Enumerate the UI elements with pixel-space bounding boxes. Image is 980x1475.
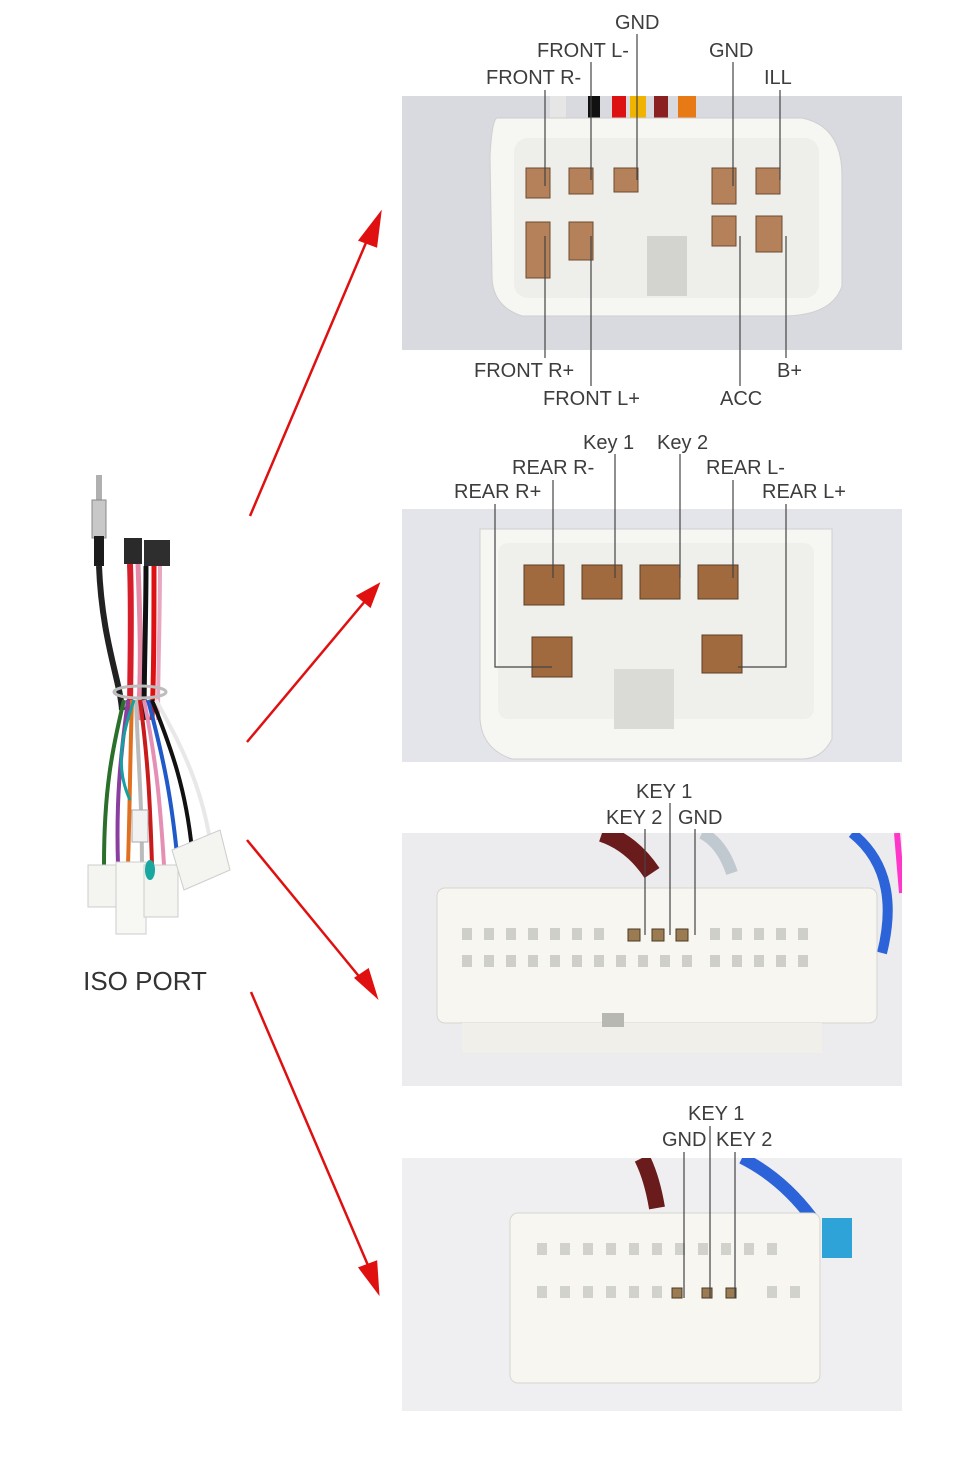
iso-harness-image [87, 475, 231, 935]
c1-label-front-r-plus: FRONT R+ [474, 360, 575, 382]
c1-label-gnd: GND [709, 40, 754, 62]
c2-label-rear-l-plus: REAR L+ [762, 481, 846, 503]
connector-4-photo [402, 1158, 902, 1411]
c1-label-b-plus: B+ [777, 360, 803, 382]
c2-label-rear-l-minus: REAR L- [706, 457, 785, 479]
c3-label-key1: KEY 1 [636, 781, 693, 803]
connector-1-photo [402, 96, 902, 350]
c2-label-rear-r-plus: REAR R+ [454, 481, 542, 503]
c2-label-rear-r-minus: REAR R- [512, 457, 595, 479]
arrow-to-connector-1 [248, 209, 382, 517]
arrow-to-connector-2 [246, 582, 381, 743]
c2-label-key2: Key 2 [657, 432, 709, 454]
c4-label-gnd: GND [662, 1129, 707, 1151]
connector-2-photo [402, 509, 902, 762]
c1-label-acc: ACC [720, 388, 763, 410]
c1-label-gnd-top: GND [615, 12, 660, 34]
iso-port-label: ISO PORT [83, 966, 207, 996]
c4-label-key2: KEY 2 [716, 1129, 773, 1151]
c1-label-front-l-plus: FRONT L+ [543, 388, 640, 410]
c2-label-key1: Key 1 [583, 432, 635, 454]
c4-label-key1: KEY 1 [688, 1103, 745, 1125]
c1-label-front-l-minus: FRONT L- [537, 40, 629, 62]
c1-label-front-r-minus: FRONT R- [486, 67, 582, 89]
c3-label-gnd: GND [678, 807, 723, 829]
c1-label-ill: ILL [764, 67, 792, 89]
arrow-to-connector-3 [246, 839, 379, 1000]
arrow-to-connector-4 [249, 991, 380, 1297]
connector-3-photo [402, 833, 902, 1086]
c3-label-key2: KEY 2 [606, 807, 663, 829]
